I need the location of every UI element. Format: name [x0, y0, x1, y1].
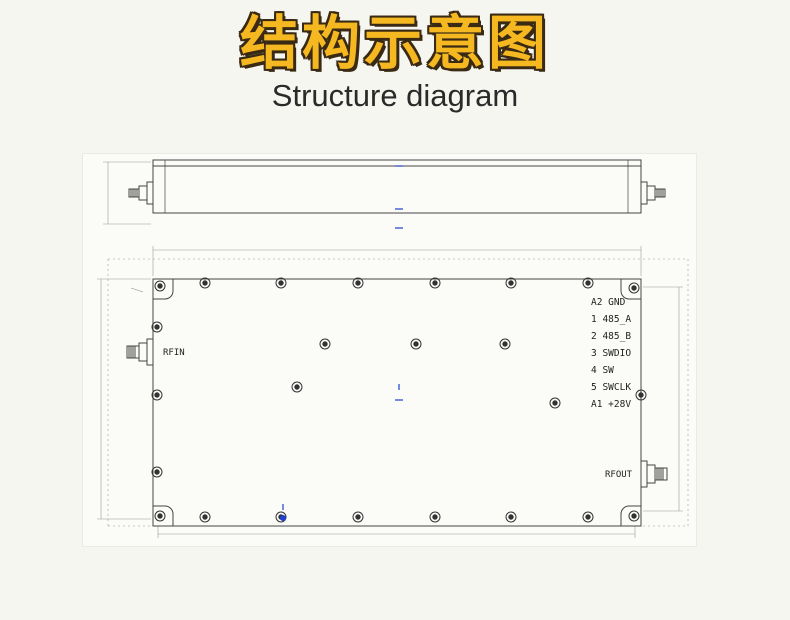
structure-drawing: RFIN RFOUT A2 GND 1 485_A 2 485_B 3 SWDI…: [82, 153, 697, 547]
hole: [352, 511, 364, 523]
hole: [199, 277, 211, 289]
pin-label: A1 +28V: [591, 399, 631, 410]
plan-view: [126, 278, 668, 527]
hole: [151, 389, 163, 401]
hole: [151, 321, 163, 333]
hole: [275, 277, 287, 289]
mounting-holes: [151, 277, 647, 523]
hole: [410, 338, 422, 350]
hole: [154, 510, 166, 522]
hole: [582, 511, 594, 523]
page-title-english: Structure diagram: [271, 78, 519, 113]
hole: [582, 277, 594, 289]
pin-table: A2 GND 1 485_A 2 485_B 3 SWDIO 4 SW 5 SW…: [591, 297, 631, 410]
drawing-canvas: RFIN RFOUT A2 GND 1 485_A 2 485_B 3 SWDI…: [97, 159, 689, 538]
hole: [154, 280, 166, 292]
hole: [429, 277, 441, 289]
hole: [628, 282, 640, 294]
hole: [291, 381, 303, 393]
hole: [628, 510, 640, 522]
rfin-label: RFIN: [163, 348, 185, 358]
rfout-label: RFOUT: [605, 470, 633, 480]
side-view: [103, 159, 666, 229]
pin-label: 2 485_B: [591, 331, 631, 342]
hole: [635, 389, 647, 401]
hole: [499, 338, 511, 350]
reference-markers: [130, 287, 403, 521]
pin-label: 5 SWCLK: [591, 382, 631, 393]
pin-label: A2 GND: [591, 297, 626, 308]
hole: [505, 511, 517, 523]
hole: [151, 466, 163, 478]
hole: [549, 397, 561, 409]
hole: [429, 511, 441, 523]
hole: [352, 277, 364, 289]
pin-label: 1 485_A: [591, 314, 631, 325]
hole: [319, 338, 331, 350]
pin-label: 4 SW: [591, 365, 614, 376]
hole: [199, 511, 211, 523]
pin-label: 3 SWDIO: [591, 348, 631, 359]
page-title-chinese: 结构示意图: [239, 9, 550, 77]
hole: [505, 277, 517, 289]
